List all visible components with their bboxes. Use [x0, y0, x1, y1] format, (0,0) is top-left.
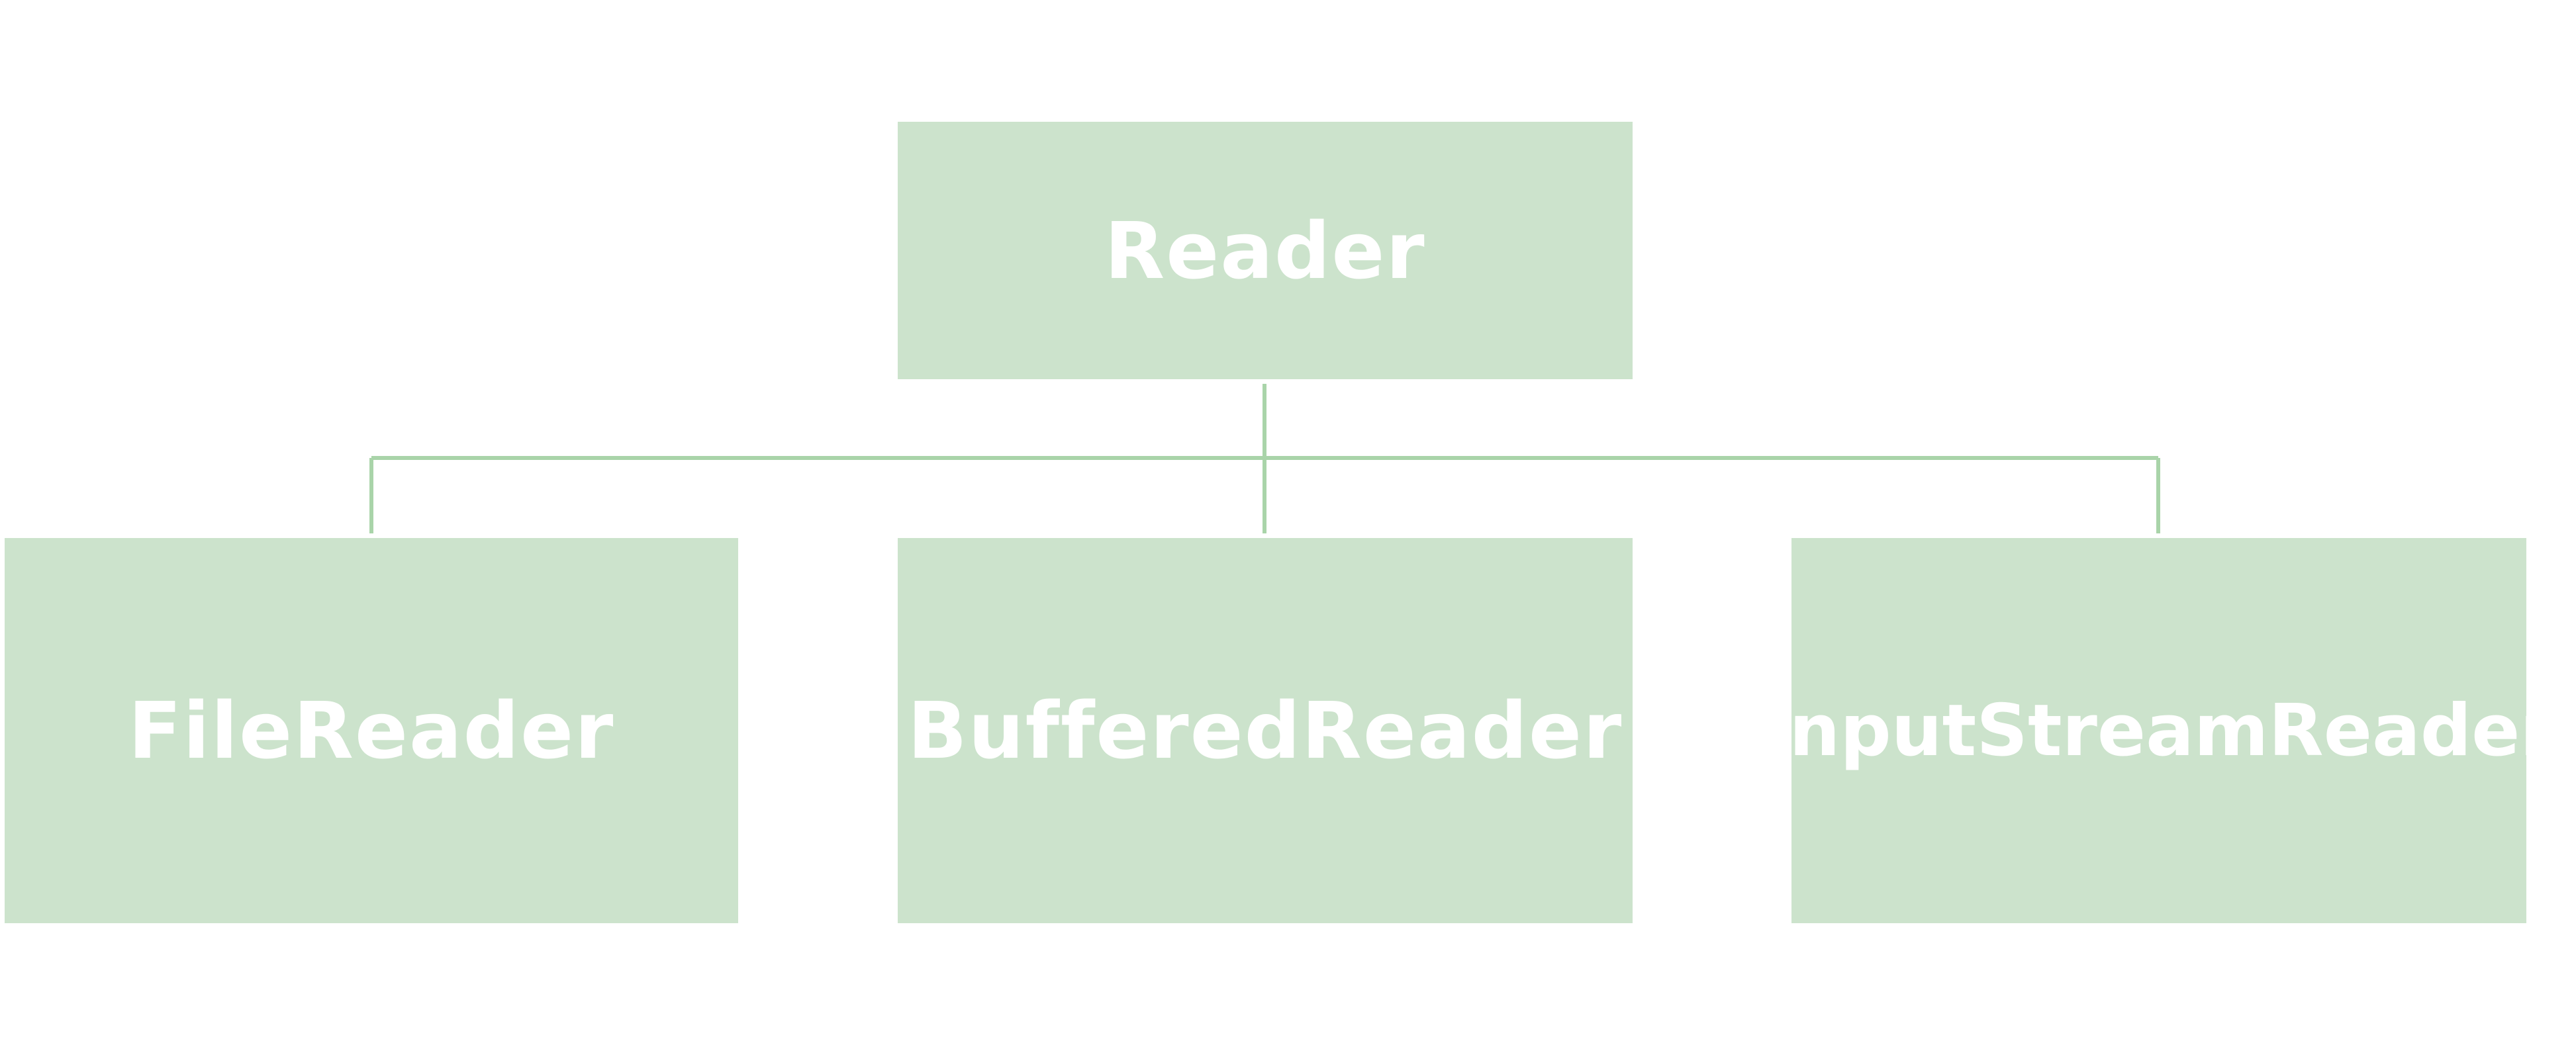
node-bufferedreader: BufferedReader — [898, 538, 1633, 923]
node-reader: Reader — [898, 122, 1633, 379]
node-filereader: FileReader — [5, 538, 738, 923]
node-reader-label: Reader — [1104, 204, 1426, 296]
node-inputstreamreader: InputStreamReader — [1791, 538, 2526, 923]
node-filereader-label: FileReader — [128, 685, 615, 776]
node-inputstreamreader-label: InputStreamReader — [1791, 689, 2526, 772]
node-bufferedreader-label: BufferedReader — [907, 685, 1623, 776]
